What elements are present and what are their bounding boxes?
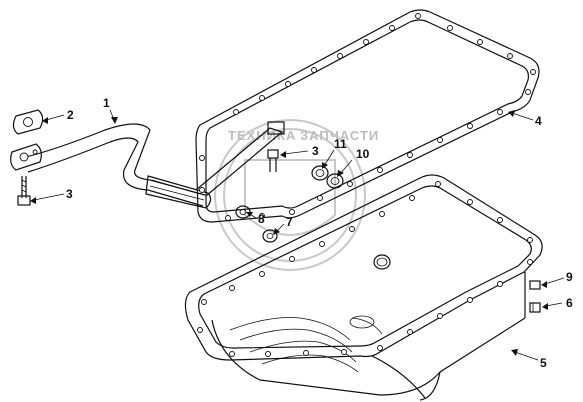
watermark-logo: ТЕХНИКА ЗАПЧАСТИ bbox=[214, 119, 379, 271]
leader-lines bbox=[30, 109, 565, 361]
callout-7: 7 bbox=[286, 215, 293, 229]
callout-8: 8 bbox=[258, 212, 265, 226]
pickup-tube bbox=[10, 121, 285, 209]
tube-flange bbox=[10, 143, 42, 171]
callout-6: 6 bbox=[566, 296, 573, 310]
callout-3-left: 3 bbox=[66, 187, 73, 201]
oil-pan bbox=[184, 174, 543, 401]
watermark-text-left: ТЕХНИКА bbox=[228, 128, 296, 143]
callout-11: 11 bbox=[334, 137, 347, 151]
callout-1: 1 bbox=[103, 96, 110, 110]
callout-4: 4 bbox=[535, 114, 542, 128]
nut-9 bbox=[529, 280, 541, 290]
bolt-left bbox=[17, 176, 31, 206]
gasket-bolt-holes bbox=[199, 13, 536, 221]
washer-7 bbox=[262, 229, 278, 243]
pan-bolt-holes bbox=[197, 181, 533, 357]
bolt-6 bbox=[529, 302, 541, 313]
callout-9: 9 bbox=[566, 270, 573, 284]
seal-11 bbox=[311, 165, 329, 181]
flange-gasket bbox=[12, 109, 44, 135]
watermark-text-right: ЗАПЧАСТИ bbox=[300, 128, 379, 143]
callout-3-center: 3 bbox=[312, 144, 319, 158]
seal-10 bbox=[326, 173, 344, 189]
callout-10: 10 bbox=[356, 147, 370, 161]
callout-2: 2 bbox=[67, 108, 74, 122]
callout-5: 5 bbox=[540, 356, 547, 370]
bolt-center bbox=[267, 149, 279, 172]
pan-gasket bbox=[195, 9, 540, 223]
